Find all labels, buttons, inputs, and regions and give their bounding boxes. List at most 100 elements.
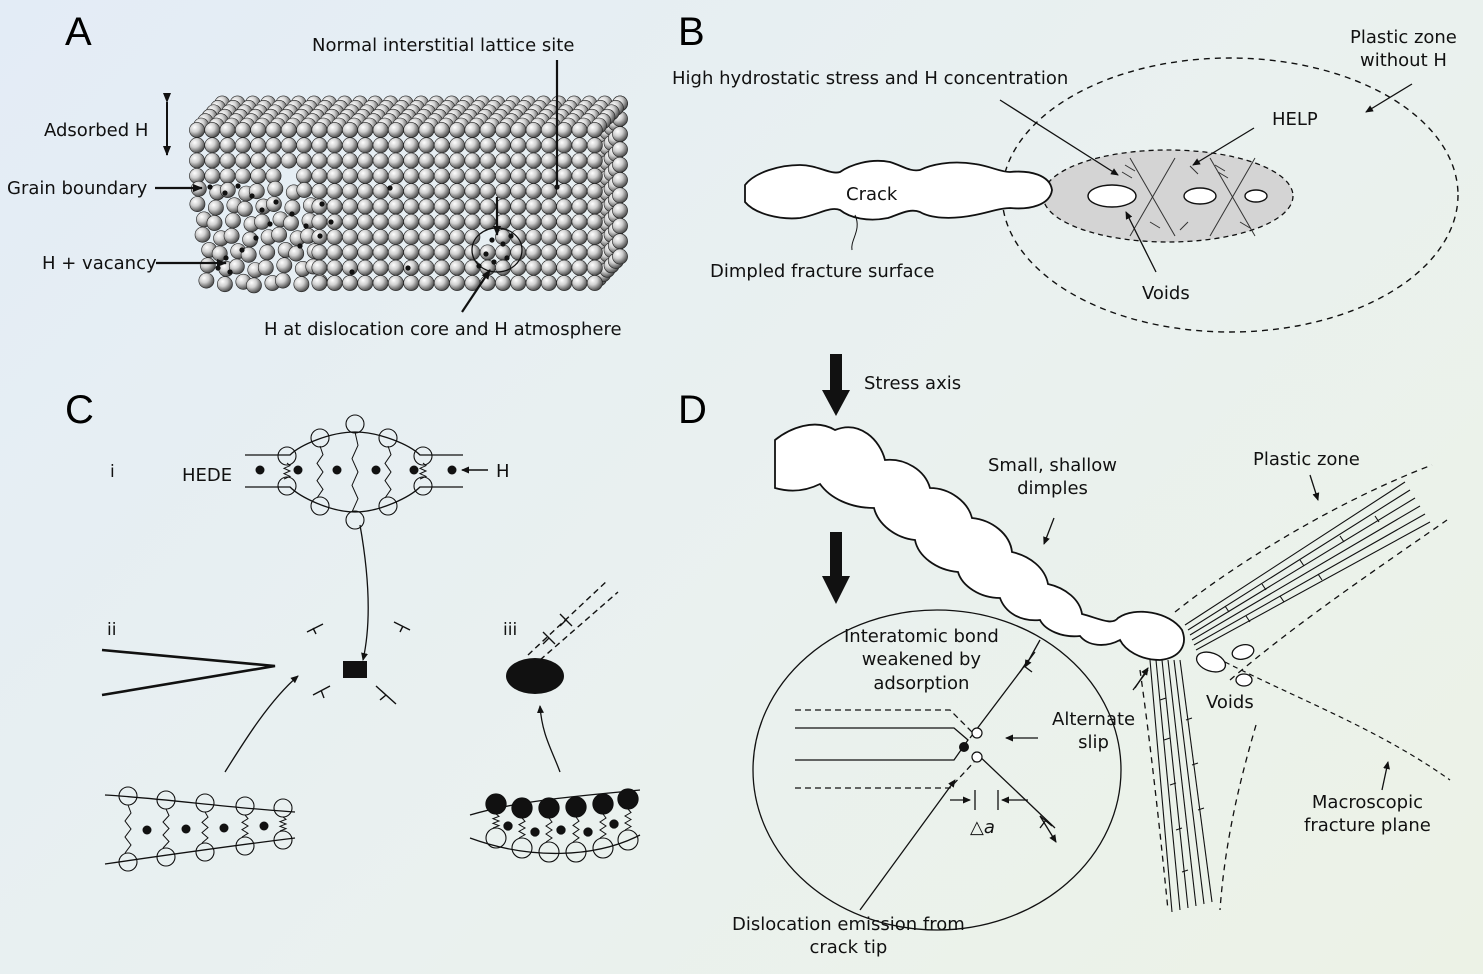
atom-circle	[485, 827, 507, 849]
lattice-atom	[311, 198, 328, 215]
dislocation-symbols-c	[306, 621, 411, 705]
lattice-atom	[510, 167, 527, 184]
hydrostatic-label: High hydrostatic stress and H concentrat…	[672, 68, 1069, 89]
atom-circle	[538, 841, 560, 863]
lattice-atom	[479, 213, 496, 230]
lattice-atom	[418, 259, 435, 276]
bond-label: Interatomic bond weakened by adsorption	[844, 625, 999, 695]
h-atom	[530, 827, 540, 837]
lattice-atom	[236, 200, 253, 217]
bond-spring	[162, 808, 170, 849]
lattice-atom	[571, 152, 588, 169]
atom-circle	[413, 446, 433, 466]
panel-label-c: C	[65, 388, 94, 432]
lattice-atom	[326, 198, 343, 215]
lattice-atom	[433, 275, 450, 291]
hydrogen-atom	[491, 259, 497, 265]
lattice-atom	[449, 259, 465, 276]
lattice-atom	[586, 137, 603, 154]
plastic-zone-b-line1: Plastic zone	[1350, 27, 1457, 48]
lattice-atom	[510, 122, 527, 138]
lattice-atom	[223, 227, 240, 244]
lattice-atom	[612, 126, 628, 143]
adsorbed-atom-filled	[565, 796, 587, 818]
lattice-atom	[234, 137, 251, 154]
lattice-atom	[541, 122, 557, 138]
lattice-atom	[372, 167, 389, 184]
hydrogen-atom	[328, 219, 334, 225]
lattice-atom	[225, 212, 241, 229]
lattice-atom	[612, 172, 628, 188]
lattice-atom	[357, 198, 374, 215]
lattice-atom	[280, 122, 297, 138]
lattice-atom	[403, 244, 420, 261]
lattice-atom	[311, 152, 328, 169]
panel-label-d: D	[678, 388, 707, 432]
alternate-line1: Alternate	[1052, 709, 1136, 730]
lattice-atom	[479, 167, 496, 184]
panel-a-pointers	[155, 60, 559, 313]
lattice-atom	[357, 213, 374, 230]
zoom-crack	[795, 651, 1056, 829]
lattice-atom	[586, 167, 603, 184]
lattice-atom	[495, 152, 511, 169]
lattice-atom	[288, 245, 305, 262]
lattice-atom	[326, 259, 343, 276]
lattice-atom	[479, 183, 496, 200]
emission-down-arrow	[1039, 815, 1057, 843]
atom-circle	[118, 786, 138, 806]
lattice-atom	[464, 167, 481, 184]
lattice-atom	[612, 202, 628, 219]
lattice-atom	[387, 122, 404, 138]
lattice-atom	[189, 196, 206, 212]
lattice-atom	[296, 137, 312, 154]
ii-lattice	[104, 786, 296, 872]
hydrogen-atom	[489, 237, 495, 243]
lattice-atom	[433, 244, 450, 261]
lattice-atom	[372, 244, 389, 261]
lattice-atom	[357, 137, 374, 154]
lattice-atom	[283, 215, 299, 231]
lattice-atom	[541, 183, 557, 200]
lattice-atom	[586, 213, 603, 230]
hydrogen-atom	[297, 243, 303, 249]
lattice-atom	[586, 259, 603, 276]
lattice-atom	[418, 137, 435, 154]
atom-circle	[345, 414, 365, 434]
lattice-atom	[586, 244, 603, 261]
help-label: HELP	[1272, 109, 1318, 130]
lattice-atom	[265, 137, 282, 154]
lattice-atom	[293, 276, 310, 293]
lattice-atom	[357, 152, 374, 169]
stress-arrow-down	[822, 532, 850, 604]
lattice-atom	[571, 137, 588, 154]
lattice-atom	[525, 275, 542, 291]
bond-spring	[384, 445, 392, 499]
lattice-atom	[541, 152, 557, 169]
emission-line2: crack tip	[809, 937, 888, 959]
lattice-atom	[541, 167, 557, 184]
lattice-atom	[612, 156, 628, 173]
atom-circle	[118, 852, 138, 872]
lattice-atom	[403, 229, 420, 245]
lattice-atom	[265, 196, 282, 212]
sub-iii-label: iii	[503, 620, 518, 640]
lattice-atom	[449, 275, 465, 291]
lattice-atom	[387, 213, 404, 230]
lattice-atom	[311, 183, 328, 200]
lattice-atom	[204, 122, 221, 138]
bond-spring	[624, 808, 632, 831]
adsorbed-atom-filled	[538, 797, 560, 819]
lattice-atom	[571, 198, 588, 215]
lattice-atom	[271, 226, 287, 243]
lattice-atom	[326, 137, 343, 154]
hydrogen-atom	[223, 255, 229, 261]
lattice-atom	[510, 183, 527, 200]
panel-b	[744, 57, 1459, 333]
lattice-atom	[541, 229, 557, 245]
lattice-atom	[433, 259, 450, 276]
atom-circle	[310, 496, 330, 516]
lattice-atom	[326, 152, 343, 169]
lattice-atom	[449, 213, 465, 230]
hydrogen-atom	[289, 211, 295, 217]
